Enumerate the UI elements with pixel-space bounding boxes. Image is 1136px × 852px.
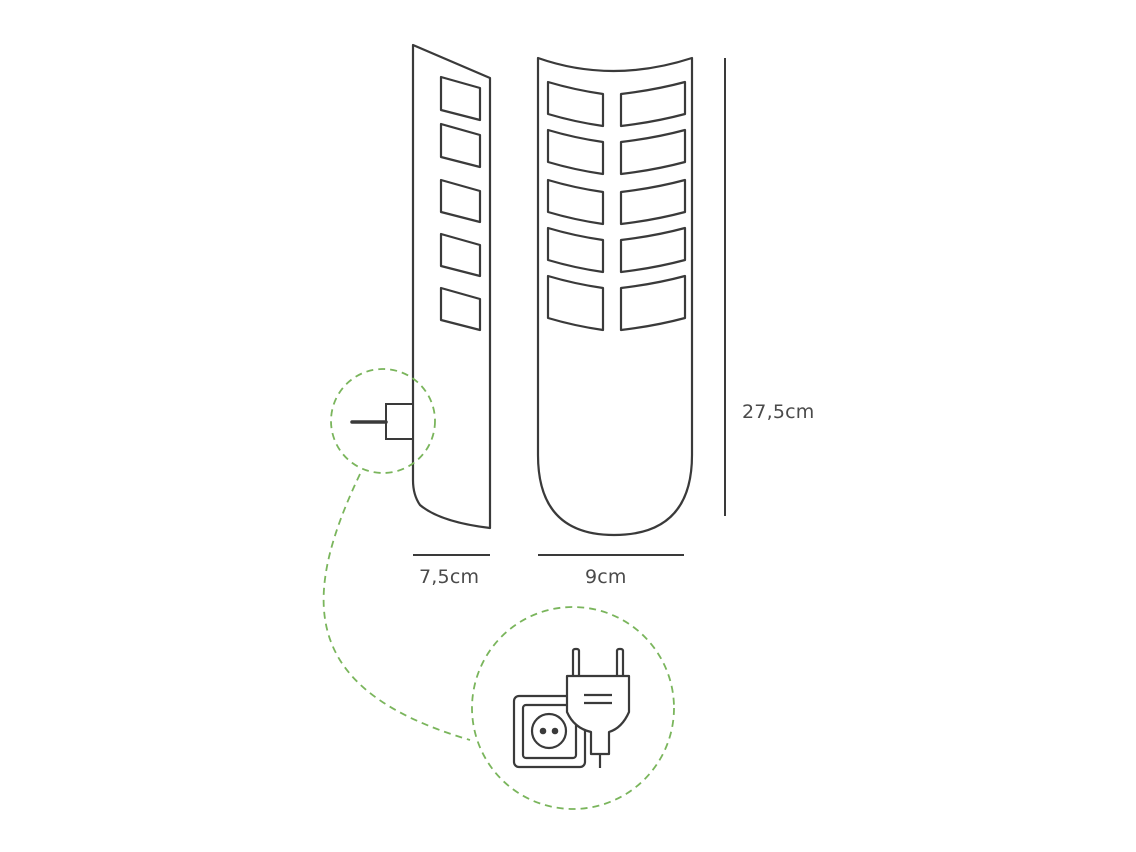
lamp-side-view-icon [411, 43, 492, 530]
dimension-lines [413, 58, 726, 556]
wall-socket-icon [512, 694, 587, 769]
plug-socket-callout [471, 606, 675, 810]
plug-pin-icon [350, 403, 414, 440]
lamp-front-view-icon [536, 56, 694, 537]
plug-detail-callout [330, 368, 436, 474]
front-slots-left [546, 80, 605, 332]
side-slots [439, 75, 482, 332]
front-slots-right [619, 80, 687, 332]
plug-icon [565, 647, 631, 768]
callout-connector [322, 473, 471, 741]
side-width-label: 7,5cm [419, 566, 480, 588]
height-label: 27,5cm [742, 401, 815, 423]
front-width-label: 9cm [585, 566, 627, 588]
